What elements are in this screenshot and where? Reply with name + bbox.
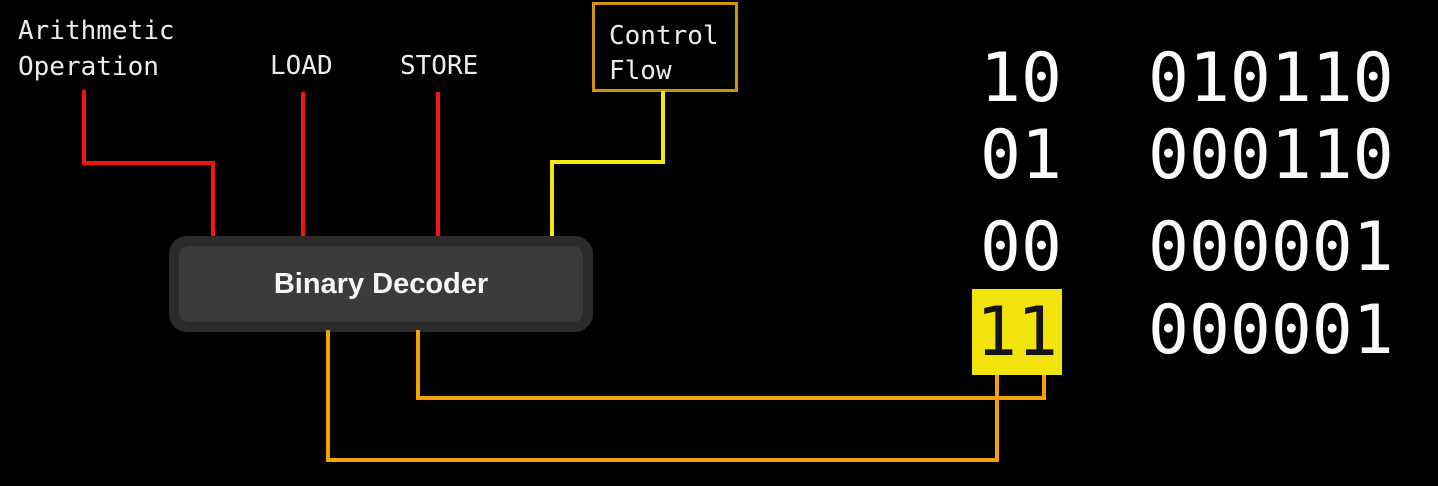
wire-segment — [82, 161, 215, 165]
binary-bits: 000001 — [1148, 291, 1394, 370]
wire-segment — [82, 90, 86, 165]
wire-segment — [550, 160, 665, 164]
table-row: 01 000110 — [980, 120, 1394, 192]
table-row: 00 000001 — [980, 212, 1394, 284]
load-label: LOAD — [270, 51, 333, 81]
wire-segment — [326, 458, 999, 462]
table-row: 10 010110 — [980, 43, 1394, 115]
binary-code: 10 — [980, 39, 1062, 118]
wire-segment — [436, 92, 440, 239]
binary-code: 00 — [980, 208, 1062, 287]
binary-decoder-label: Binary Decoder — [273, 267, 489, 300]
wire-segment — [416, 396, 1046, 400]
binary-bits: 010110 — [1148, 39, 1394, 118]
wire-segment — [995, 375, 999, 462]
wire-segment — [661, 91, 665, 164]
highlighted-code: 11 — [976, 292, 1058, 372]
control-flow-label: Control Flow — [609, 21, 719, 86]
wire-segment — [211, 161, 215, 239]
binary-bits: 000110 — [1148, 116, 1394, 195]
binary-code: 01 — [980, 116, 1062, 195]
highlighted-code-box: 11 — [972, 289, 1062, 375]
binary-decoder-box: Binary Decoder — [169, 236, 593, 332]
wire-segment — [550, 160, 554, 239]
control-flow-box: Control Flow — [592, 2, 738, 92]
binary-decoder-inner: Binary Decoder — [179, 246, 583, 322]
wire-segment — [326, 330, 330, 462]
arithmetic-operation-label: Arithmetic Operation — [18, 16, 175, 82]
store-label: STORE — [400, 51, 479, 81]
wire-segment — [1042, 375, 1046, 400]
table-row: 000001 — [980, 295, 1394, 367]
wire-segment — [301, 92, 305, 239]
binary-bits: 000001 — [1148, 208, 1394, 287]
wire-segment — [416, 330, 420, 400]
